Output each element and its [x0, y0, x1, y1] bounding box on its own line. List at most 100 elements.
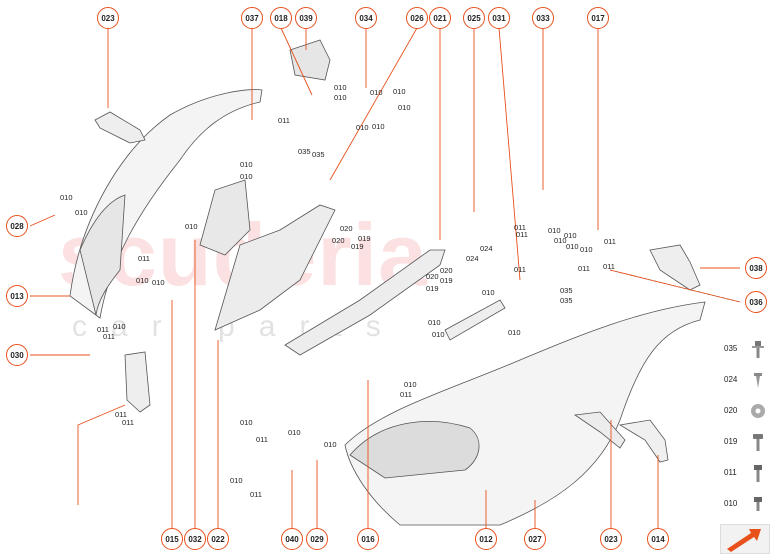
part-number-label: 011 [250, 490, 262, 499]
callout-023[interactable]: 023 [97, 7, 119, 29]
part-023-bottom [573, 411, 626, 449]
part-number-label: 011 [578, 264, 590, 273]
front-fender-panel [344, 301, 706, 526]
part-number-label: 010 [554, 236, 567, 245]
part-number-label: 010 [356, 123, 369, 132]
legend-code: 024 [724, 375, 738, 384]
part-number-label: 010 [334, 93, 347, 102]
callout-013[interactable]: 013 [6, 285, 28, 307]
part-number-label: 024 [466, 254, 479, 263]
part-number-label: 035 [298, 147, 311, 156]
part-number-label: 010 [398, 103, 411, 112]
legend-row[interactable]: 035 [718, 335, 771, 363]
next-arrow-button[interactable] [720, 524, 770, 554]
part-number-label: 010 [404, 380, 417, 389]
part-number-label: 011 [516, 230, 528, 239]
part-number-label: 011 [603, 262, 615, 271]
part-number-label: 011 [400, 390, 412, 399]
washer-icon [751, 404, 765, 418]
callout-025[interactable]: 025 [463, 7, 485, 29]
callout-030[interactable]: 030 [6, 344, 28, 366]
part-031-strut [444, 299, 506, 341]
part-number-label: 010 [566, 242, 579, 251]
callout-028[interactable]: 028 [6, 215, 28, 237]
part-number-label: 010 [334, 83, 347, 92]
part-number-label: 035 [560, 286, 573, 295]
part-number-label: 010 [240, 418, 253, 427]
inner-frame-rail [214, 204, 336, 331]
callout-032[interactable]: 032 [184, 528, 206, 550]
callout-040[interactable]: 040 [281, 528, 303, 550]
callout-021[interactable]: 021 [429, 7, 451, 29]
part-number-label: 010 [580, 245, 593, 254]
rear-fender-inner [79, 194, 126, 316]
part-number-label: 010 [113, 322, 126, 331]
part-number-label: 010 [564, 231, 577, 240]
part-number-label: 011 [103, 332, 115, 341]
part-number-label: 010 [508, 328, 521, 337]
part-number-label: 011 [256, 435, 268, 444]
callout-017[interactable]: 017 [587, 7, 609, 29]
callout-036[interactable]: 036 [745, 291, 767, 313]
part-015-bracket [124, 351, 151, 413]
bolt-short-icon [754, 497, 762, 511]
callout-014[interactable]: 014 [647, 528, 669, 550]
callout-015[interactable]: 015 [161, 528, 183, 550]
part-number-label: 010 [230, 476, 243, 485]
legend-row[interactable]: 024 [718, 366, 771, 394]
part-number-label: 010 [548, 226, 561, 235]
part-number-label: 010 [370, 88, 383, 97]
part-number-label: 010 [324, 440, 337, 449]
callout-034[interactable]: 034 [355, 7, 377, 29]
part-number-label: 010 [482, 288, 495, 297]
part-number-label: 035 [560, 296, 573, 305]
front-wheel-arch [349, 421, 480, 479]
pin-icon [754, 373, 762, 388]
callout-018[interactable]: 018 [270, 7, 292, 29]
callout-037[interactable]: 037 [241, 7, 263, 29]
part-number-label: 011 [97, 325, 109, 334]
part-number-label: 011 [115, 410, 127, 419]
callout-026[interactable]: 026 [406, 7, 428, 29]
legend-row[interactable]: 019 [718, 428, 771, 456]
part-number-label: 011 [604, 237, 616, 246]
callout-022[interactable]: 022 [207, 528, 229, 550]
part-number-label: 010 [240, 160, 253, 169]
part-number-label: 019 [426, 284, 439, 293]
legend-row[interactable]: 010 [718, 490, 771, 518]
callout-033[interactable]: 033 [532, 7, 554, 29]
part-number-label: 011 [514, 223, 526, 232]
callout-012[interactable]: 012 [475, 528, 497, 550]
callout-023[interactable]: 023 [600, 528, 622, 550]
part-023-top [94, 111, 146, 144]
legend-code: 020 [724, 406, 738, 415]
legend-code: 011 [724, 468, 737, 477]
part-038 [649, 244, 701, 291]
part-014 [618, 419, 669, 463]
screw-icon [753, 434, 763, 451]
callout-029[interactable]: 029 [306, 528, 328, 550]
callout-039[interactable]: 039 [295, 7, 317, 29]
part-number-label: 035 [312, 150, 325, 159]
fastener-legend: 035 024 020 019 011 010 [718, 335, 771, 521]
part-number-label: 019 [358, 234, 371, 243]
callout-027[interactable]: 027 [524, 528, 546, 550]
legend-row[interactable]: 011 [718, 459, 771, 487]
part-number-label: 020 [332, 236, 345, 245]
callout-038[interactable]: 038 [745, 257, 767, 279]
part-number-label: 020 [440, 266, 453, 275]
upper-rail [284, 249, 446, 356]
bolt-icon [754, 465, 762, 482]
part-number-label: 010 [185, 222, 198, 231]
part-number-label: 010 [372, 122, 385, 131]
callout-016[interactable]: 016 [357, 528, 379, 550]
part-number-label: 011 [514, 265, 526, 274]
callout-031[interactable]: 031 [488, 7, 510, 29]
part-number-label: 010 [240, 172, 253, 181]
part-number-label: 011 [138, 254, 150, 263]
part-number-label: 010 [60, 193, 73, 202]
part-number-label: 019 [440, 276, 453, 285]
legend-row[interactable]: 020 [718, 397, 771, 425]
part-number-label: 010 [152, 278, 165, 287]
